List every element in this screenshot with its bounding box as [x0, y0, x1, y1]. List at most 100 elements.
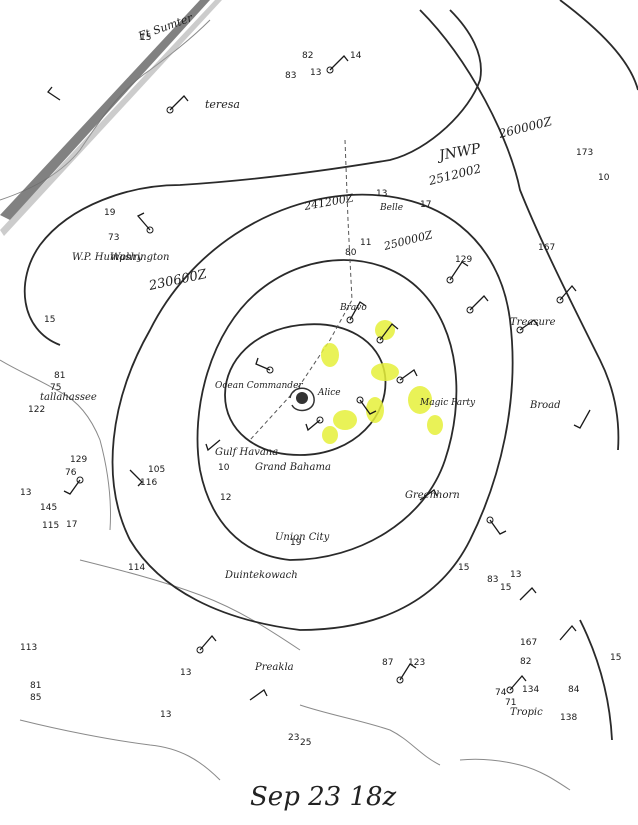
station-number: 17 — [420, 200, 431, 210]
station-dot — [486, 516, 494, 524]
station-number: 167 — [538, 243, 555, 253]
station-number: 11 — [360, 238, 371, 248]
station-number: 116 — [140, 478, 157, 488]
station-number: 173 — [576, 148, 593, 158]
station-number: 13 — [510, 570, 521, 580]
storm-track — [249, 139, 353, 441]
station-number: 15 — [458, 563, 469, 573]
storm-center — [289, 387, 315, 412]
highlight-5 — [333, 410, 357, 430]
place-label: tallahassee — [40, 392, 97, 403]
station-number: 115 — [42, 521, 59, 531]
barb — [399, 369, 418, 381]
station-number: 82 — [302, 51, 313, 61]
barb — [379, 323, 399, 341]
station-dot — [396, 676, 404, 684]
station-number: 113 — [20, 643, 37, 653]
station-dot — [346, 316, 354, 324]
station-number: 105 — [148, 465, 165, 475]
station-barbs — [47, 55, 591, 701]
station-dots — [76, 66, 564, 694]
station-number: 73 — [108, 233, 119, 243]
station-number: 13 — [310, 68, 321, 78]
station-number: 84 — [568, 685, 580, 695]
barb — [249, 689, 268, 701]
isobar-outer-right — [419, 9, 620, 451]
station-number: 83 — [487, 575, 498, 585]
barb — [519, 319, 539, 331]
station-number: 13 — [160, 710, 171, 720]
place-label: Broad — [529, 400, 561, 411]
station-dot — [196, 646, 204, 654]
station-number: 74 — [495, 688, 507, 698]
station-dot — [326, 66, 334, 74]
station-number: 13 — [376, 189, 387, 199]
coast-caribbean — [19, 719, 221, 781]
time-label-250000z: 250000Z — [382, 228, 435, 253]
station-number: 23 — [288, 733, 299, 743]
barb — [136, 212, 151, 231]
station-number: 145 — [40, 503, 57, 513]
highlight-6 — [366, 397, 384, 423]
coast-hispaniola — [299, 704, 441, 766]
place-label: Magic Party — [419, 398, 476, 408]
station-dot — [266, 366, 274, 374]
station-number: 25 — [300, 738, 311, 748]
station-dot — [146, 226, 154, 234]
station-dot — [316, 416, 324, 424]
station-dot — [516, 326, 524, 334]
barb — [419, 489, 438, 501]
barb — [559, 284, 577, 301]
coast-puerto-rico — [459, 758, 571, 791]
station-number: 122 — [28, 405, 45, 415]
barb — [305, 419, 321, 432]
barb — [63, 479, 81, 495]
highlight-2 — [375, 320, 395, 340]
station-number: 87 — [382, 658, 393, 668]
station-number: 13 — [180, 668, 191, 678]
station-number: 17 — [66, 520, 77, 530]
place-label: Belle — [379, 203, 403, 213]
station-number: 13 — [20, 488, 31, 498]
place-label: Duintekowach — [224, 570, 298, 581]
place-label: Preakla — [254, 662, 294, 673]
time-label-260000z: 260000Z — [496, 114, 554, 141]
barb — [47, 86, 61, 101]
place-label: W.P. Humphry — [72, 252, 143, 263]
station-number: 81 — [30, 681, 41, 691]
station-dot — [506, 686, 514, 694]
barb — [199, 634, 217, 651]
coastlines — [0, 19, 571, 791]
station-number: 167 — [520, 638, 537, 648]
station-number: 71 — [505, 698, 516, 708]
station-number: 129 — [70, 455, 87, 465]
station-number: 80 — [345, 248, 357, 258]
scan-band-stripe — [0, 0, 210, 220]
station-number: 15 — [140, 33, 151, 43]
time-label-230600z: 230600Z — [147, 267, 209, 294]
station-number: 19 — [290, 538, 302, 548]
station-number: 138 — [560, 713, 577, 723]
map-date-label: Sep 23 18z — [250, 782, 397, 812]
station-number: 82 — [520, 657, 531, 667]
place-label: Alice — [317, 388, 341, 398]
barb — [359, 399, 377, 415]
station-number: 12 — [220, 493, 231, 503]
station-dot — [446, 276, 454, 284]
station-number: 114 — [128, 563, 145, 573]
highlight-1 — [321, 343, 339, 367]
place-label: teresa — [205, 98, 240, 111]
station-number: 14 — [350, 51, 362, 61]
highlights — [321, 320, 443, 444]
station-dot — [356, 396, 364, 404]
time-label-2512002: 2512002 — [426, 161, 482, 188]
station-dot — [376, 336, 384, 344]
coast-florida — [0, 359, 111, 531]
storm-center-swirl — [289, 387, 315, 412]
station-number: 19 — [104, 208, 116, 218]
station-number: 15 — [44, 315, 55, 325]
station-dot — [556, 296, 564, 304]
station-dot — [466, 306, 474, 314]
coast-cuba — [79, 559, 301, 651]
